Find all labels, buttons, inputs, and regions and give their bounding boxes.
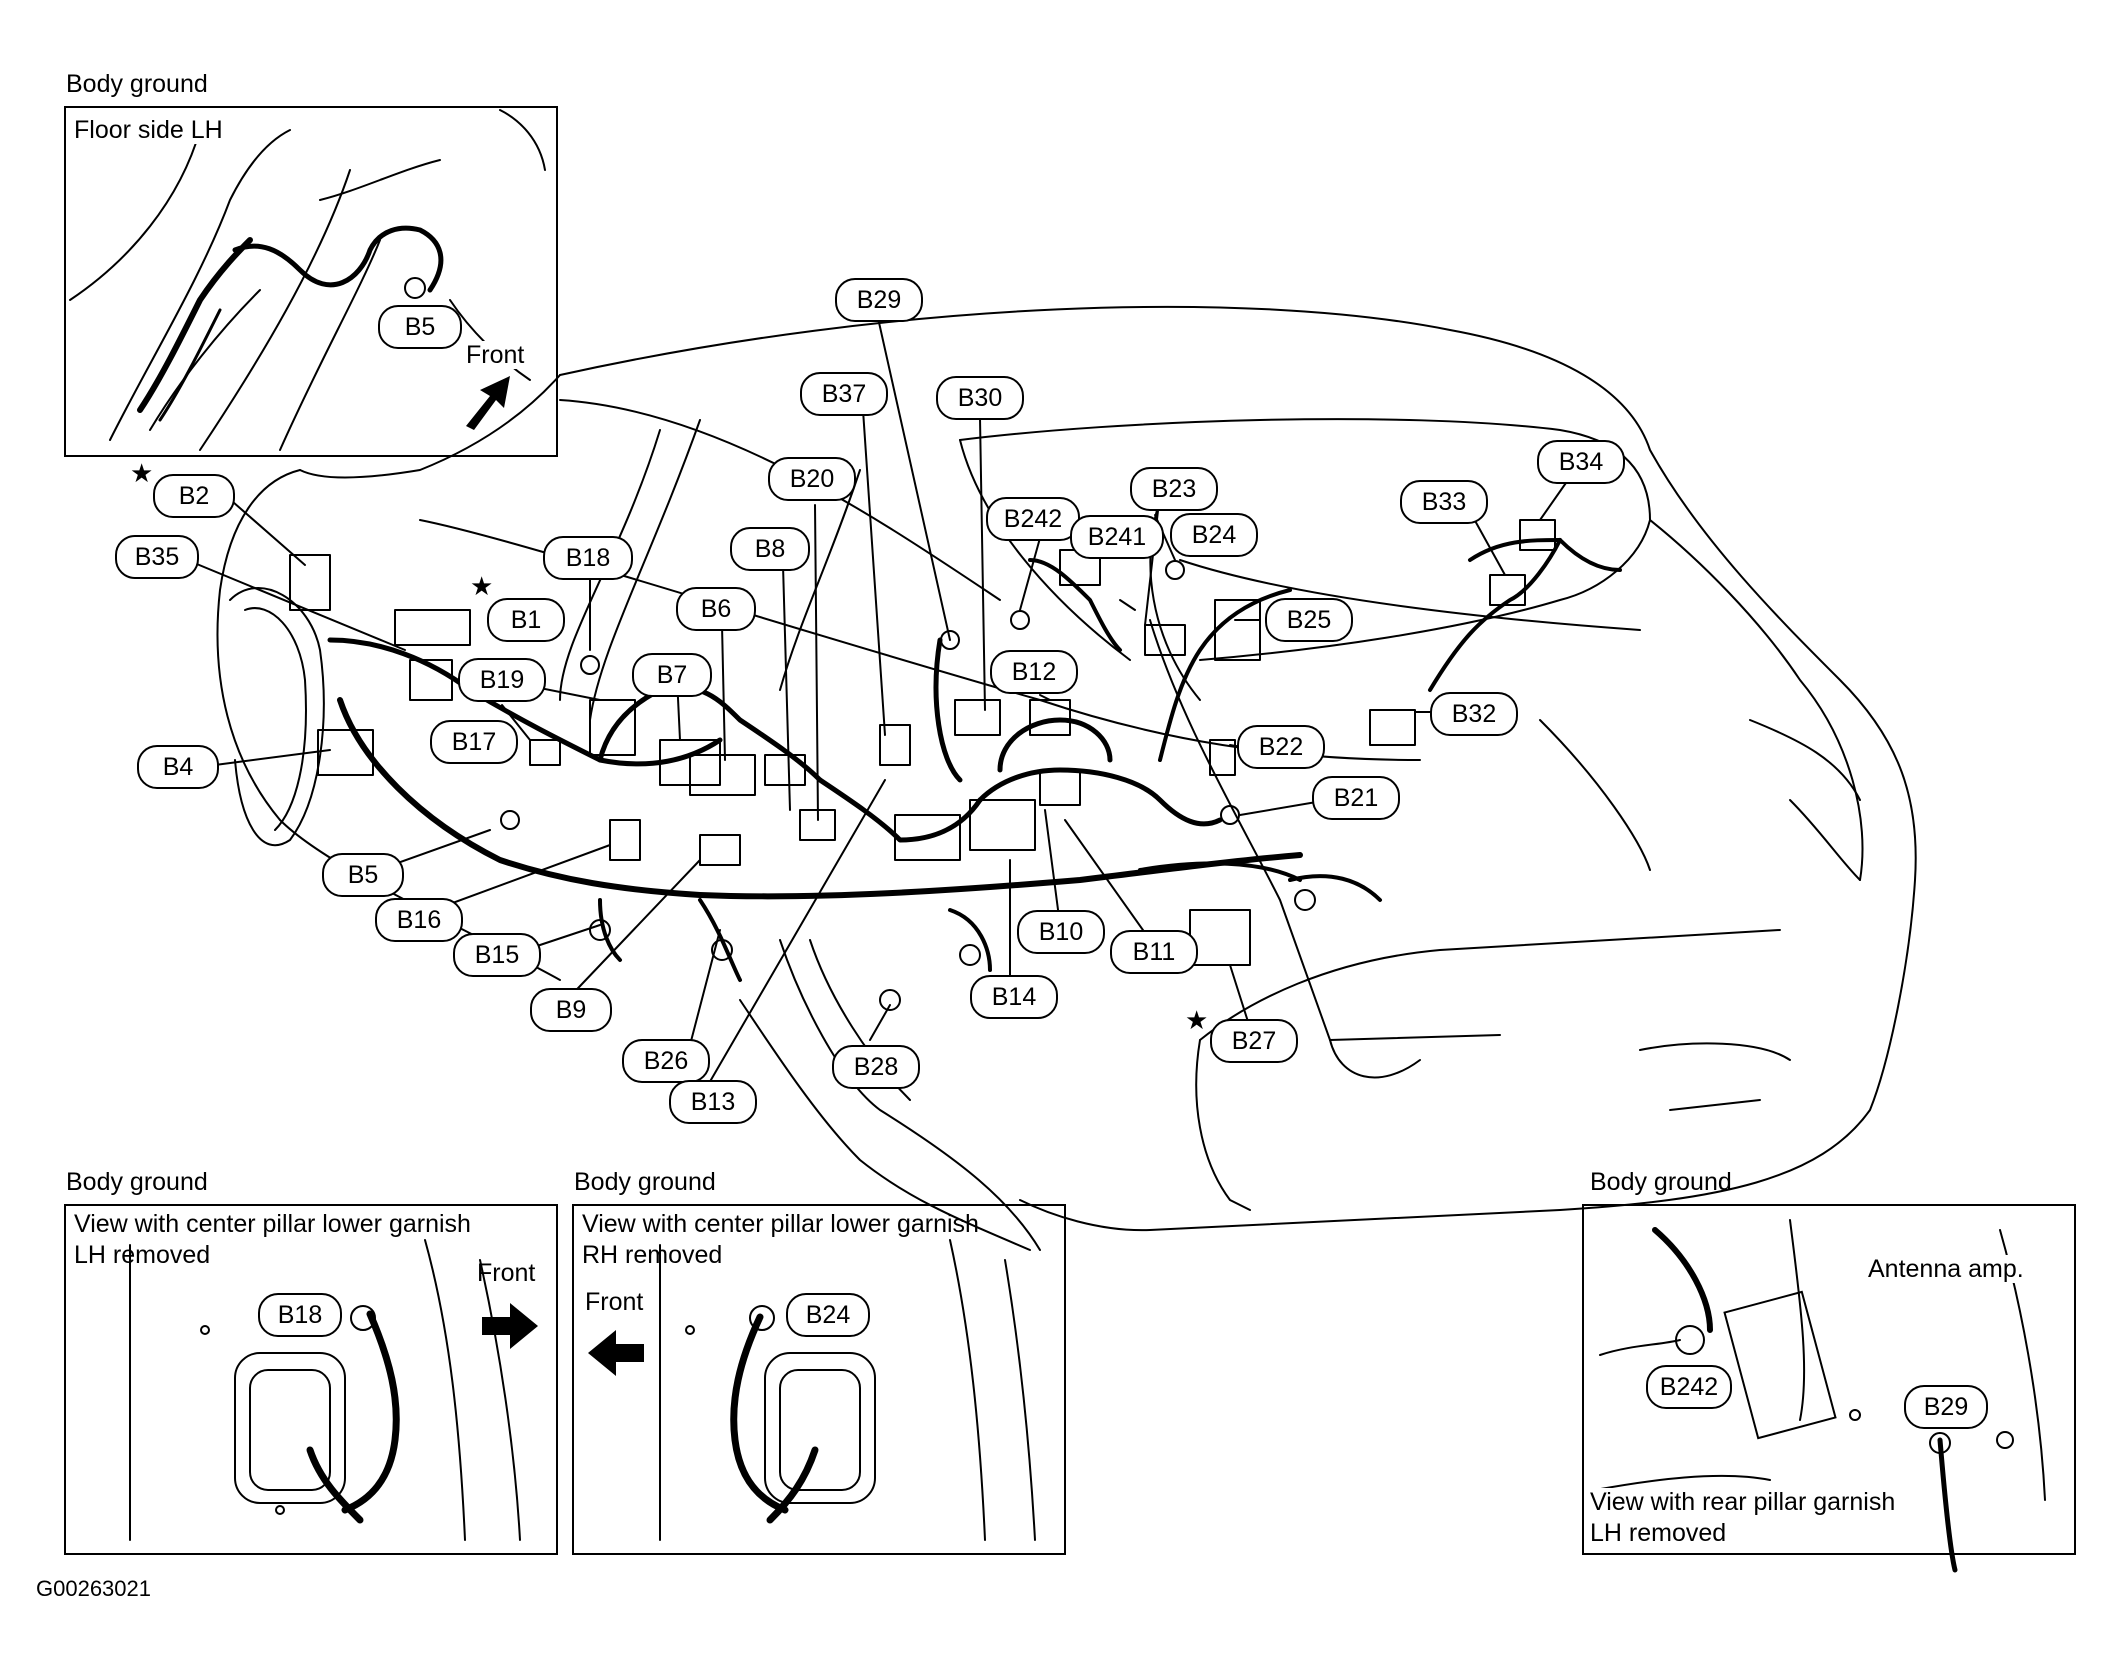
inset-lh-callout: B18 <box>258 1293 342 1337</box>
callout-b5: B5 <box>322 853 404 897</box>
inset-rear-callout-b29: B29 <box>1904 1385 1988 1429</box>
inset-rh-callout: B24 <box>786 1293 870 1337</box>
inset-floor-side-direction: Front <box>466 341 525 369</box>
inset-center-pillar-rh-frame <box>572 1204 1066 1555</box>
inset-floor-side-frame <box>64 106 558 457</box>
front-arrow-icon <box>466 376 510 430</box>
callout-b24: B24 <box>1170 513 1258 557</box>
callout-b4: B4 <box>137 745 219 789</box>
callout-b30: B30 <box>936 376 1024 420</box>
callout-b26: B26 <box>622 1039 710 1083</box>
inset-rear-footer-2: LH removed <box>1590 1519 1727 1547</box>
callout-b14: B14 <box>970 975 1058 1019</box>
inset-rear-pillar-frame <box>1582 1204 2076 1555</box>
callout-b15: B15 <box>453 933 541 977</box>
star-icon: ★ <box>130 459 154 489</box>
inset-rear-footer-1: View with rear pillar garnish <box>1590 1488 1896 1516</box>
callout-b16: B16 <box>375 898 463 942</box>
inset-floor-side-callout: B5 <box>378 305 462 349</box>
callout-b241: B241 <box>1070 515 1164 559</box>
inset-floor-side-subheader: Floor side LH <box>74 116 223 144</box>
callout-b10: B10 <box>1017 910 1105 954</box>
callout-b23: B23 <box>1130 467 1218 511</box>
callout-b28: B28 <box>832 1045 920 1089</box>
callout-b7: B7 <box>632 653 712 697</box>
inset-rh-subheader-1: View with center pillar lower garnish <box>582 1210 979 1238</box>
left-arrow-icon <box>588 1330 644 1376</box>
star-icon: ★ <box>1185 1006 1209 1036</box>
callout-b19: B19 <box>458 658 546 702</box>
callout-b242: B242 <box>986 497 1080 541</box>
right-arrow-icon <box>482 1303 538 1349</box>
callout-b22: B22 <box>1237 725 1325 769</box>
callout-b11: B11 <box>1110 930 1198 974</box>
callout-b6: B6 <box>676 587 756 631</box>
callout-b13: B13 <box>669 1080 757 1124</box>
callout-b29: B29 <box>835 278 923 322</box>
figure-code: G00263021 <box>36 1576 151 1601</box>
callout-b2: B2 <box>153 474 235 518</box>
callout-b1: B1 <box>487 598 565 642</box>
inset-lh-header: Body ground <box>66 1168 208 1196</box>
callout-b37: B37 <box>800 372 888 416</box>
inset-floor-side-header: Body ground <box>66 70 208 98</box>
callout-b21: B21 <box>1312 776 1400 820</box>
callout-b34: B34 <box>1537 440 1625 484</box>
callout-b27: B27 <box>1210 1019 1298 1063</box>
callout-b12: B12 <box>990 650 1078 694</box>
callout-b25: B25 <box>1265 598 1353 642</box>
callout-b33: B33 <box>1400 480 1488 524</box>
inset-rear-note: Antenna amp. <box>1868 1255 2024 1283</box>
callout-b20: B20 <box>768 457 856 501</box>
inset-lh-subheader-1: View with center pillar lower garnish <box>74 1210 471 1238</box>
inset-lh-subheader-2: LH removed <box>74 1241 211 1269</box>
inset-center-pillar-lh-frame <box>64 1204 558 1555</box>
inset-rear-callout-b242: B242 <box>1646 1365 1732 1409</box>
inset-lh-direction: Front <box>477 1259 536 1287</box>
inset-rh-direction: Front <box>585 1288 644 1316</box>
callout-b17: B17 <box>430 720 518 764</box>
callout-b35: B35 <box>115 535 199 579</box>
callout-b18: B18 <box>543 536 633 580</box>
callout-b8: B8 <box>730 527 810 571</box>
inset-rear-header: Body ground <box>1590 1168 1732 1196</box>
inset-rh-subheader-2: RH removed <box>582 1241 723 1269</box>
callout-b32: B32 <box>1430 692 1518 736</box>
callout-b9: B9 <box>530 988 612 1032</box>
inset-rh-header: Body ground <box>574 1168 716 1196</box>
star-icon: ★ <box>470 572 494 602</box>
